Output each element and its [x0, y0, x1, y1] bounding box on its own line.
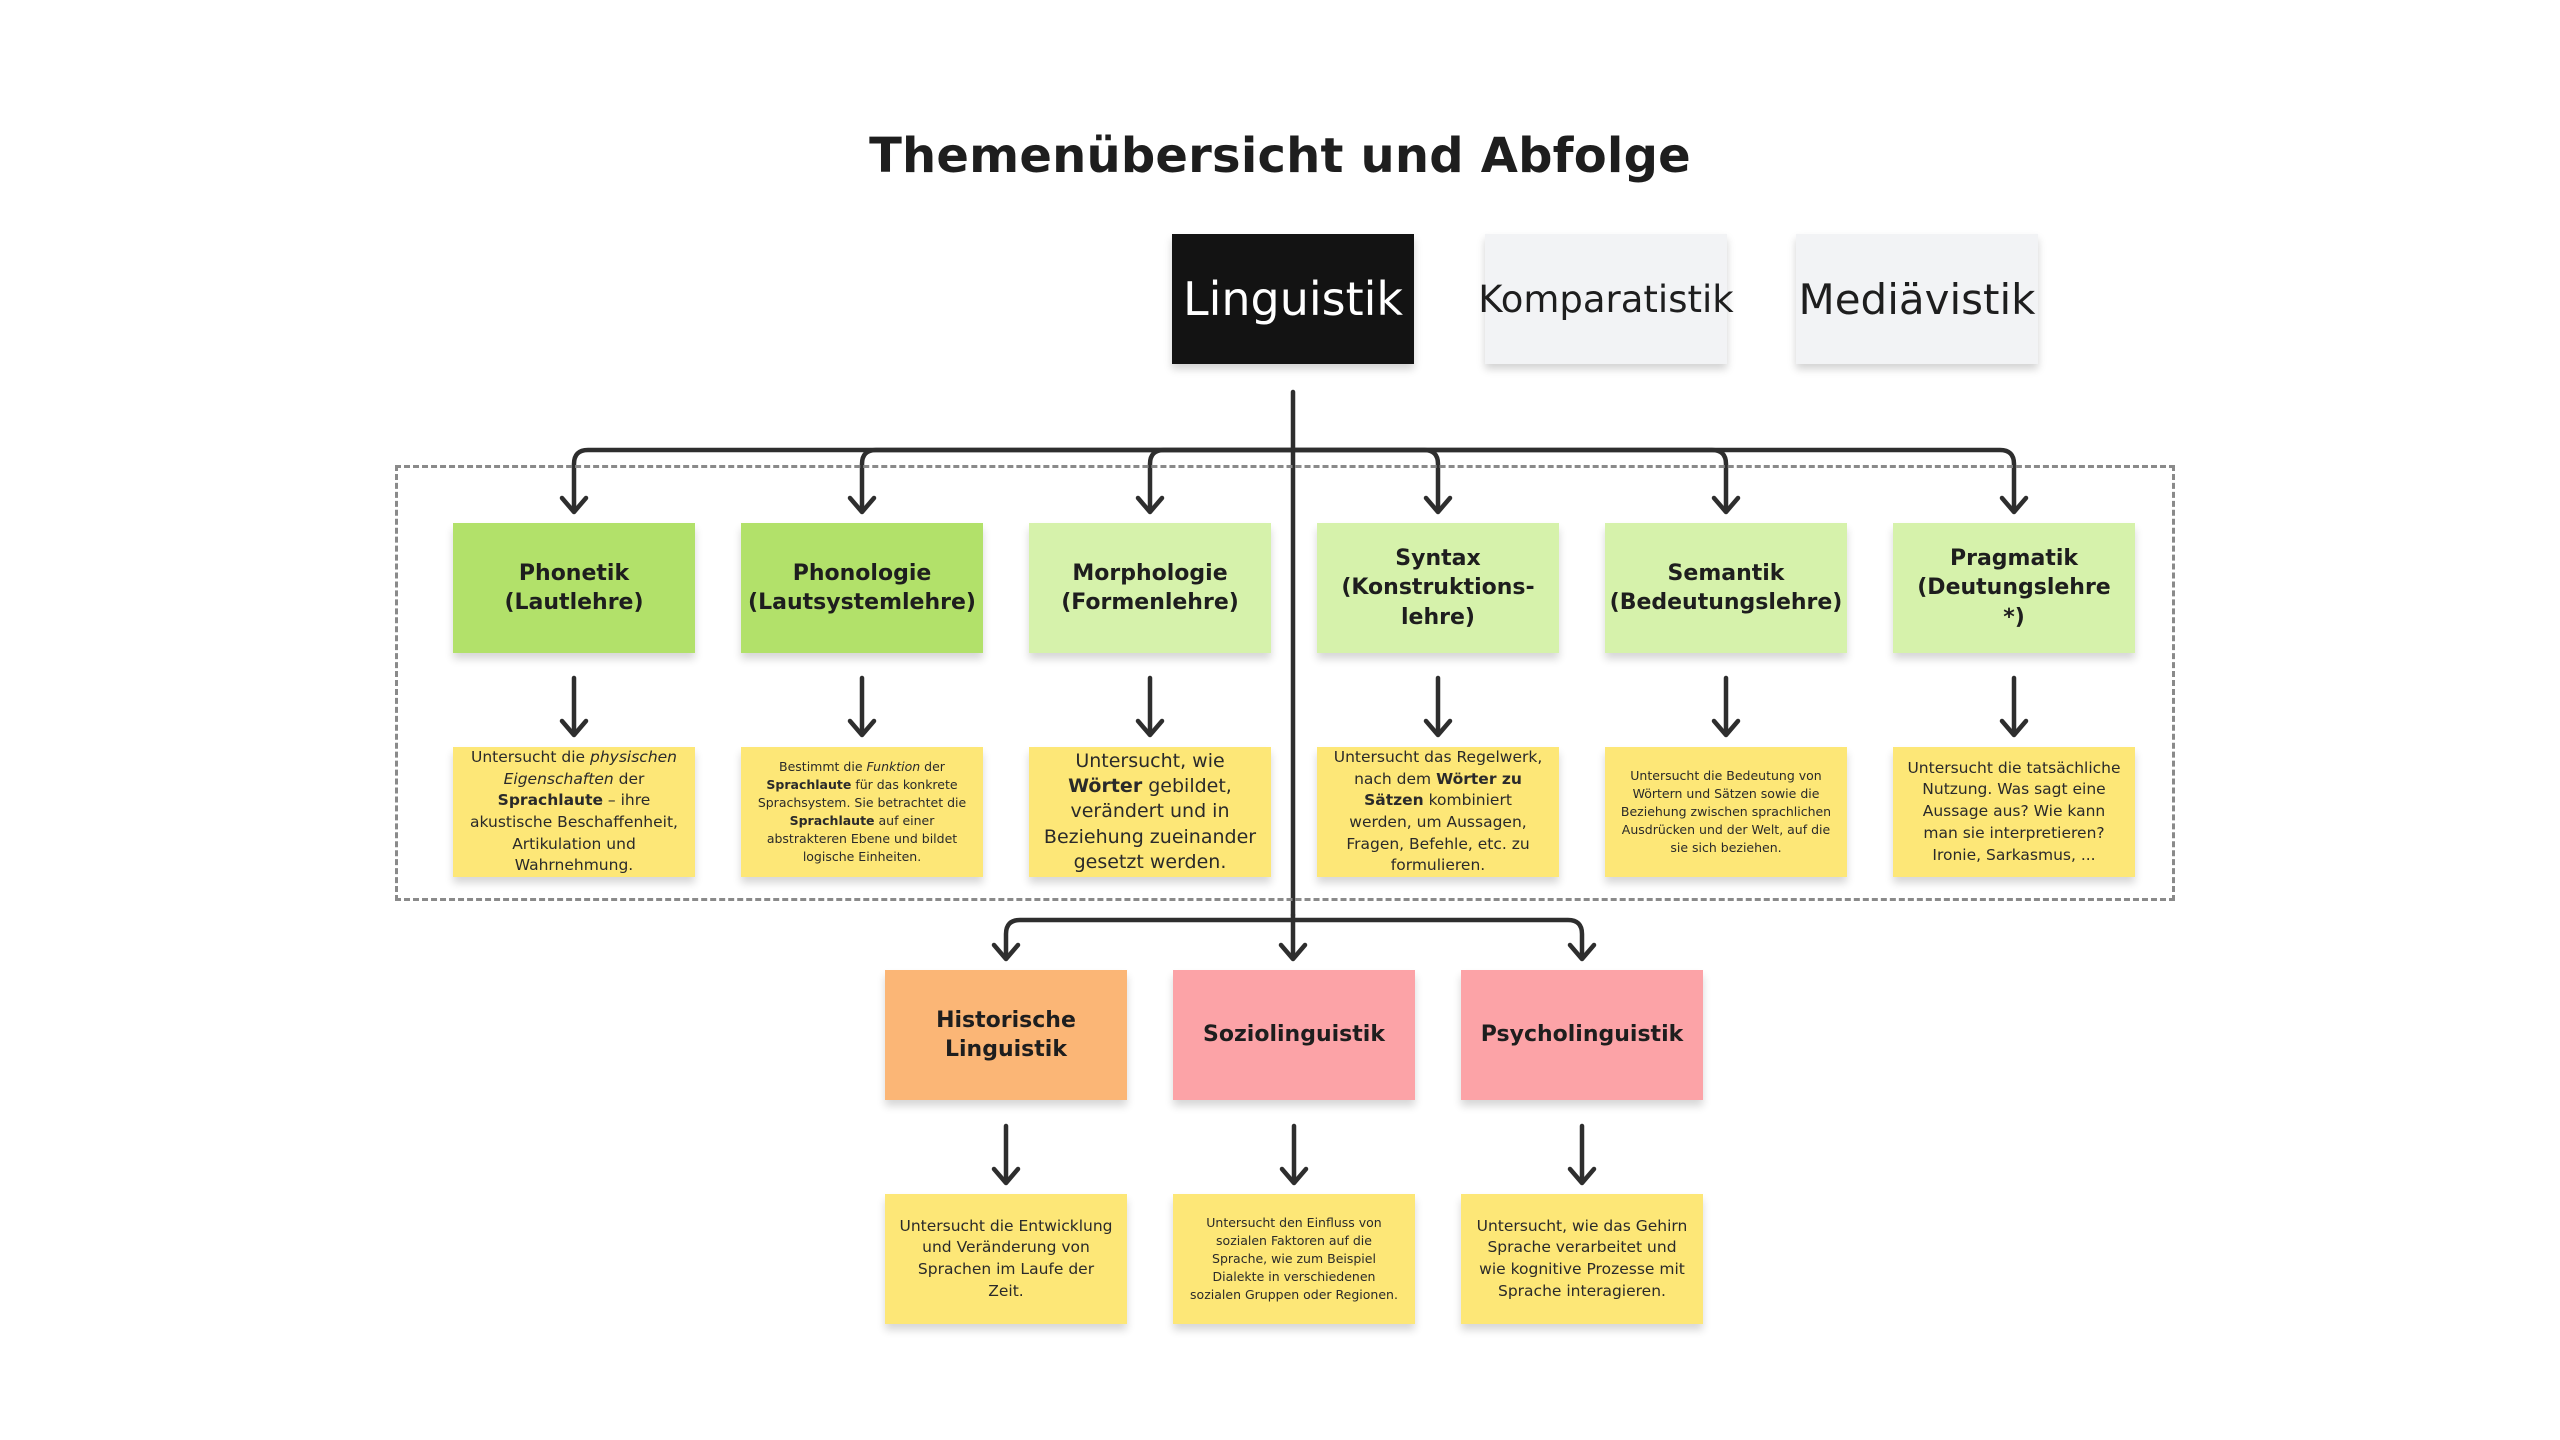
- description-text: Untersucht den Einfluss von sozialen Fak…: [1190, 1214, 1398, 1303]
- page-title: Themenübersicht und Abfolge: [869, 128, 1691, 184]
- connector-branch: [1290, 917, 1585, 960]
- description-card-phonetik[interactable]: Untersucht die physischen Eigenschaften …: [453, 747, 695, 877]
- topic-label: Phonetik (Lautlehre): [504, 560, 644, 615]
- tab-linguistik[interactable]: Linguistik: [1172, 234, 1414, 364]
- arrow-head: [991, 1166, 1021, 1186]
- subfield-card-soziolinguistik[interactable]: Soziolinguistik: [1173, 970, 1415, 1100]
- description-card-soziolinguistik[interactable]: Untersucht den Einfluss von sozialen Fak…: [1173, 1194, 1415, 1324]
- description-card-syntax[interactable]: Untersucht das Regelwerk, nach dem Wörte…: [1317, 747, 1559, 877]
- arrow-head: [1567, 1166, 1597, 1186]
- description-card-semantik[interactable]: Untersucht die Bedeutung von Wörtern und…: [1605, 747, 1847, 877]
- description-card-pragmatik[interactable]: Untersucht die tatsächliche Nutzung. Was…: [1893, 747, 2135, 877]
- topic-label: Morphologie (Formenlehre): [1061, 560, 1239, 615]
- topic-card-morphologie[interactable]: Morphologie (Formenlehre): [1029, 523, 1271, 653]
- subfield-label: Soziolinguistik: [1203, 1022, 1385, 1048]
- description-text: Untersucht das Regelwerk, nach dem Wörte…: [1333, 747, 1543, 875]
- description-text: Bestimmt die Funktion der Sprachlaute fü…: [757, 758, 967, 865]
- core-areas-frame: [395, 465, 2175, 901]
- topic-card-phonetik[interactable]: Phonetik (Lautlehre): [453, 523, 695, 653]
- description-card-phonologie[interactable]: Bestimmt die Funktion der Sprachlaute fü…: [741, 747, 983, 877]
- topic-card-pragmatik[interactable]: Pragmatik (Deutungslehre *): [1893, 523, 2135, 653]
- subfield-card-historische-linguistik[interactable]: Historische Linguistik: [885, 970, 1127, 1100]
- arrow-head: [1567, 942, 1597, 962]
- description-text: Untersucht die tatsächliche Nutzung. Was…: [1907, 758, 2121, 864]
- topic-card-syntax[interactable]: Syntax (Konstruktions- lehre): [1317, 523, 1559, 653]
- topic-card-phonologie[interactable]: Phonologie (Lautsystemlehre): [741, 523, 983, 653]
- subfield-label: Historische Linguistik: [936, 1007, 1076, 1062]
- description-card-historische-linguistik[interactable]: Untersucht die Entwicklung und Veränderu…: [885, 1194, 1127, 1324]
- description-text: Untersucht die physischen Eigenschaften …: [470, 747, 678, 875]
- topic-label: Phonologie (Lautsystemlehre): [748, 560, 976, 615]
- topic-label: Pragmatik (Deutungslehre *): [1917, 546, 2111, 630]
- arrow-head: [991, 942, 1021, 962]
- description-card-psycholinguistik[interactable]: Untersucht, wie das Gehirn Sprache verar…: [1461, 1194, 1703, 1324]
- description-text: Untersucht die Entwicklung und Veränderu…: [899, 1216, 1113, 1300]
- description-card-morphologie[interactable]: Untersucht, wie Wörter gebildet, verände…: [1029, 747, 1271, 877]
- subfield-card-psycholinguistik[interactable]: Psycholinguistik: [1461, 970, 1703, 1100]
- description-text: Untersucht, wie das Gehirn Sprache verar…: [1476, 1216, 1688, 1300]
- description-text: Untersucht, wie Wörter gebildet, verände…: [1043, 750, 1257, 873]
- topic-label: Semantik (Bedeutungslehre): [1609, 560, 1843, 615]
- arrow-head: [1278, 942, 1308, 962]
- arrow-head: [1279, 1166, 1309, 1186]
- topic-label: Syntax (Konstruktions- lehre): [1341, 546, 1535, 630]
- tab-komparatistik[interactable]: Komparatistik: [1478, 234, 1734, 364]
- tab-mediaevistik[interactable]: Mediävistik: [1796, 234, 2038, 364]
- topic-card-semantik[interactable]: Semantik (Bedeutungslehre): [1605, 523, 1847, 653]
- description-text: Untersucht die Bedeutung von Wörtern und…: [1620, 767, 1832, 856]
- subfield-label: Psycholinguistik: [1480, 1022, 1684, 1048]
- connector-branch: [1003, 917, 1296, 960]
